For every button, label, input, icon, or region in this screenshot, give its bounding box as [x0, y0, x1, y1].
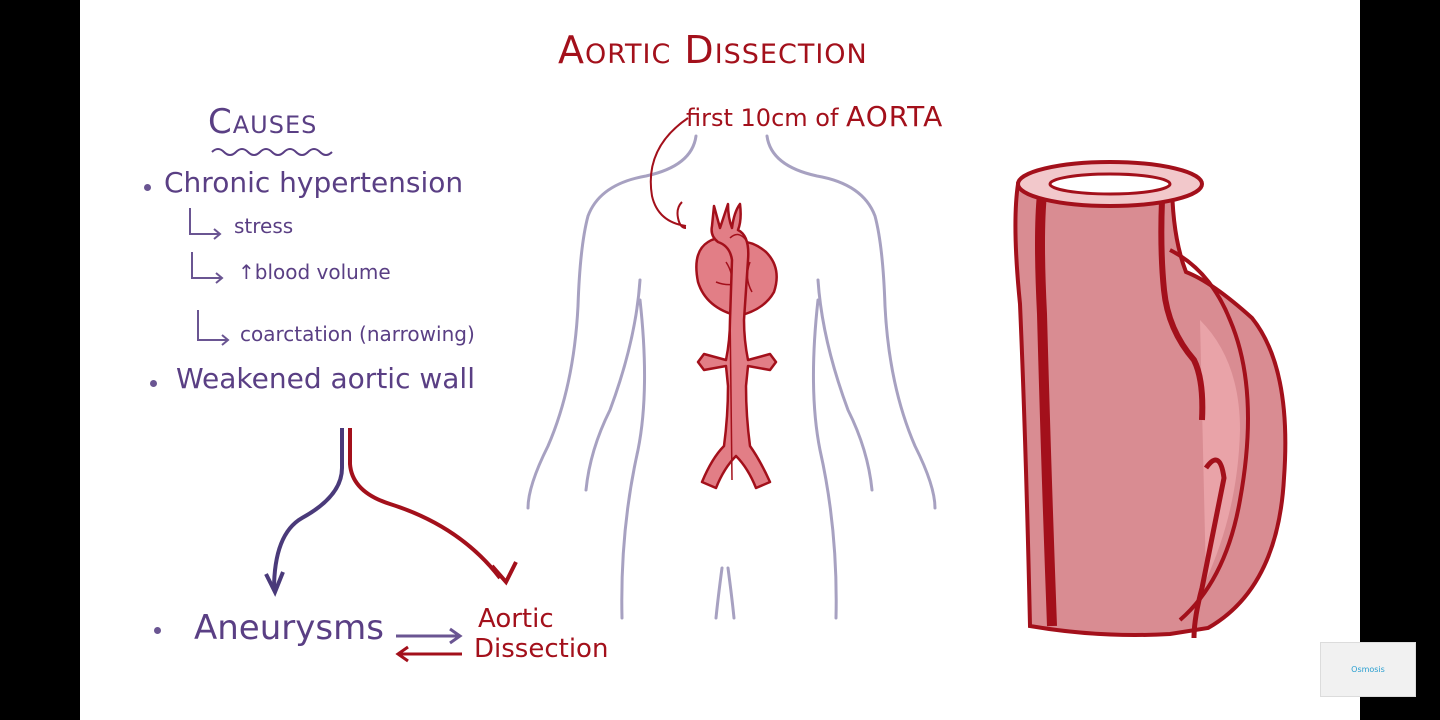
causes-underline	[211, 148, 333, 156]
branch-arrow-red	[348, 428, 502, 580]
sub-item-blood-volume: ↑blood volume	[238, 260, 391, 284]
sub-item-stress: stress	[234, 214, 294, 238]
outcome-dissection-line1: Aortic	[478, 604, 554, 634]
aorta-label: first 10cm of AORTA	[686, 100, 943, 133]
branch-arrow-purple-head	[264, 571, 285, 597]
bullet-dot	[144, 184, 151, 191]
aorta-shape	[696, 202, 778, 490]
bullet-dot	[150, 380, 157, 387]
zoomed-aorta	[1013, 160, 1288, 639]
arrow-to-dissection	[396, 627, 463, 645]
causes-heading: Causes	[208, 102, 318, 142]
arrow-to-aneurysms	[395, 645, 462, 663]
branch-arrow-purple	[272, 428, 344, 591]
page-title: Aortic Dissection	[558, 28, 868, 72]
illustration-layer	[189, 117, 1288, 663]
label-pointer	[649, 117, 689, 229]
hook-arrow-3	[197, 310, 230, 346]
bullet-dot	[154, 627, 161, 634]
osmosis-logo-text: Osmosis	[1351, 665, 1385, 674]
hook-arrow-1	[189, 208, 222, 240]
sub-item-coarctation: coarctation (narrowing)	[240, 322, 475, 346]
outcome-dissection-line2: Dissection	[474, 634, 609, 664]
hook-arrow-2	[191, 252, 224, 284]
outcome-aneurysms: Aneurysms	[194, 608, 384, 648]
aorta-label-suffix: AORTA	[846, 100, 944, 133]
cause-item-weakened-wall: Weakened aortic wall	[176, 362, 475, 395]
cause-item-hypertension: Chronic hypertension	[164, 166, 464, 199]
body-outline	[526, 134, 937, 620]
aorta-label-prefix: first 10cm of	[686, 104, 839, 132]
video-frame: Aortic Dissection first 10cm of AORTA Ca…	[80, 0, 1360, 720]
branch-arrow-red-head	[490, 561, 518, 586]
osmosis-logo: Osmosis	[1320, 642, 1416, 697]
